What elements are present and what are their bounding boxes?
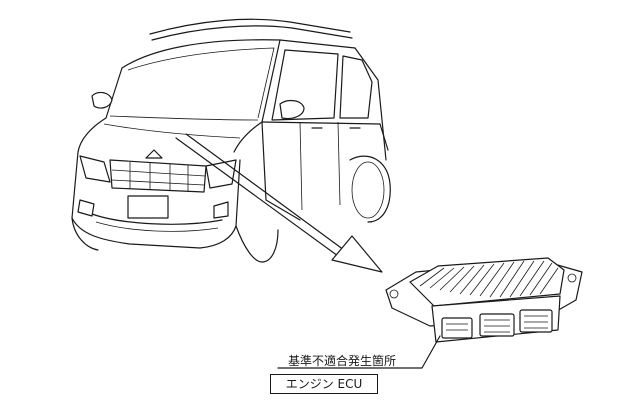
component-label-box: エンジン ECU bbox=[270, 374, 378, 394]
engine-ecu-illustration bbox=[385, 257, 583, 343]
callout-leader bbox=[277, 335, 441, 369]
vehicle-illustration bbox=[71, 18, 391, 263]
pointer-arrow bbox=[175, 133, 383, 273]
issue-location-label: 基準不適合発生箇所 bbox=[287, 354, 396, 368]
